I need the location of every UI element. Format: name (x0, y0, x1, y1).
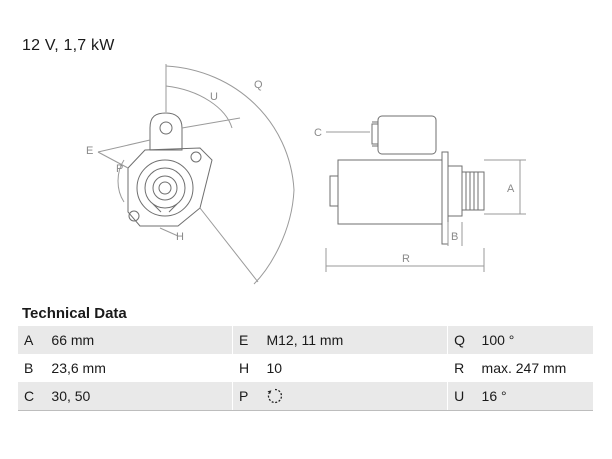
spec-value: 30, 50 (51, 382, 233, 411)
technical-data-table: A 66 mm E M12, 11 mm Q 100 ° B 23,6 mm H… (18, 326, 593, 411)
rotation-direction-icon (267, 388, 283, 404)
angle-dimension-arcs (97, 64, 295, 285)
label-r: R (402, 253, 410, 265)
side-dimension-lines (325, 131, 526, 272)
spec-value (266, 382, 448, 411)
side-view (329, 115, 485, 245)
label-e: E (86, 145, 93, 157)
front-view (127, 112, 213, 227)
spec-key: H (232, 354, 267, 382)
spec-value: max. 247 mm (481, 360, 567, 376)
label-q: Q (254, 79, 263, 91)
label-u: U (210, 91, 218, 103)
spec-value: 100 ° (481, 326, 593, 354)
spec-key: A (18, 326, 52, 354)
label-h: H (176, 231, 184, 243)
spec-key: Q (447, 326, 482, 354)
spec-value: 66 mm (51, 326, 233, 354)
spec-value: 23,6 mm (51, 360, 106, 376)
spec-key: R (447, 354, 482, 382)
table-row: A 66 mm E M12, 11 mm Q 100 ° (18, 326, 593, 354)
label-p: P (116, 163, 123, 175)
label-a: A (507, 183, 515, 195)
spec-key: E (232, 326, 267, 354)
spec-key: B (24, 360, 34, 376)
spec-key: C (18, 382, 52, 411)
spec-value: 10 (266, 360, 283, 376)
voltage-power-rating: 12 V, 1,7 kW (22, 37, 115, 54)
label-c: C (314, 127, 322, 139)
technical-data-title: Technical Data (22, 305, 127, 322)
label-b: B (451, 231, 458, 243)
starter-technical-drawing: Q U E P H C A B R (86, 64, 526, 285)
spec-value: M12, 11 mm (266, 326, 448, 354)
spec-value: 16 ° (481, 382, 593, 411)
table-row: B 23,6 mm H 10 R max. 247 mm (18, 354, 593, 382)
table-row: C 30, 50 P U 16 ° (18, 382, 593, 411)
spec-key: P (232, 382, 267, 411)
spec-key: U (447, 382, 482, 411)
